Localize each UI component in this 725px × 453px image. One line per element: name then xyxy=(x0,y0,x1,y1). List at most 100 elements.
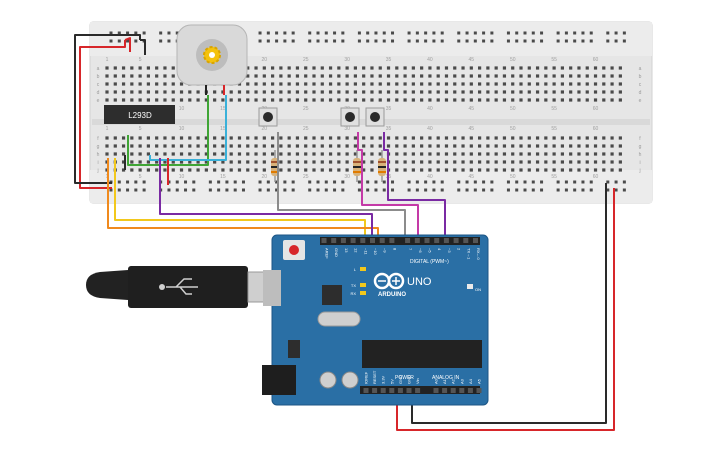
column-number: 25 xyxy=(303,126,309,132)
digital-pin-label: 4 xyxy=(437,248,442,251)
row-letter: j xyxy=(96,168,98,174)
digital-pin xyxy=(321,238,327,243)
row-letter: a xyxy=(97,66,100,72)
power-pin-label: 3.3V xyxy=(381,375,386,384)
usb-cable xyxy=(86,266,279,308)
column-number: 5 xyxy=(139,174,142,180)
wire-red-rail xyxy=(79,40,126,189)
power-pin-label: IOREF xyxy=(364,371,369,384)
row-letter: g xyxy=(639,144,642,150)
analog-pin xyxy=(467,388,473,393)
wire-black-gnd xyxy=(411,183,607,424)
digital-pin xyxy=(405,238,411,243)
analog-header-label: ANALOG IN xyxy=(432,375,460,381)
column-number: 45 xyxy=(469,106,475,112)
column-number: 60 xyxy=(593,106,599,112)
row-letter: e xyxy=(639,98,642,104)
chip-label: L293D xyxy=(128,111,152,120)
row-letter: d xyxy=(639,90,642,96)
power-pin xyxy=(406,388,412,393)
wire-black-rail xyxy=(74,34,141,184)
digital-pin-label: ~5 xyxy=(428,248,433,253)
column-number: 20 xyxy=(262,57,268,63)
row-letter: d xyxy=(97,90,100,96)
analog-pin-label: A1 xyxy=(442,378,447,384)
column-number: 15 xyxy=(220,126,226,132)
column-number: 20 xyxy=(262,126,268,132)
column-number: 15 xyxy=(220,174,226,180)
analog-pin xyxy=(433,388,439,393)
digital-pin-label: AREF xyxy=(325,248,330,259)
row-letter: b xyxy=(639,74,642,80)
column-number: 35 xyxy=(386,106,392,112)
led-label: L xyxy=(354,267,357,272)
row-letter: j xyxy=(638,168,640,174)
wire-orange xyxy=(107,158,379,240)
column-number: 40 xyxy=(427,106,433,112)
digital-pin xyxy=(434,238,440,243)
column-number: 50 xyxy=(510,126,516,132)
push-button-3[interactable] xyxy=(365,107,385,127)
row-letter: h xyxy=(639,152,642,158)
digital-pin-label: RX←0 xyxy=(476,248,481,261)
push-button-2[interactable] xyxy=(340,107,360,127)
wire-red-5v xyxy=(396,188,615,431)
column-number: 45 xyxy=(469,57,475,63)
digital-pin-label: ~3 xyxy=(447,248,452,253)
digital-pin xyxy=(414,238,420,243)
column-number: 25 xyxy=(303,106,309,112)
row-letter: i xyxy=(639,160,640,166)
column-number: 10 xyxy=(179,106,185,112)
l293d-chip: L293D xyxy=(104,105,175,124)
power-pin-label: GND xyxy=(407,375,412,384)
power-pin xyxy=(415,388,421,393)
column-number: 10 xyxy=(179,174,185,180)
column-number: 30 xyxy=(344,174,350,180)
column-number: 1 xyxy=(106,126,109,132)
digital-pin xyxy=(360,238,366,243)
wire-black-short xyxy=(140,39,146,55)
arduino-uno-board: UNO ARDUINO DIGITAL (PWM~) POWER ANALOG … xyxy=(262,234,489,406)
column-number: 35 xyxy=(386,126,392,132)
power-pin xyxy=(380,388,386,393)
power-pin-label: 5V xyxy=(389,379,394,384)
analog-pin xyxy=(459,388,465,393)
analog-pin xyxy=(442,388,448,393)
wires xyxy=(74,34,615,431)
column-number: 50 xyxy=(510,174,516,180)
column-number: 55 xyxy=(551,126,557,132)
digital-pin xyxy=(331,238,337,243)
reset-button[interactable] xyxy=(289,245,299,255)
row-letter: h xyxy=(97,152,100,158)
wire-purple-right xyxy=(383,132,446,240)
column-number: 50 xyxy=(510,57,516,63)
digital-pin-label: 8 xyxy=(392,248,397,251)
power-header-label: POWER xyxy=(395,375,414,381)
push-button-1[interactable] xyxy=(258,107,278,127)
power-pin xyxy=(363,388,369,393)
digital-header-label: DIGITAL (PWM~) xyxy=(410,259,449,265)
column-number: 55 xyxy=(551,106,557,112)
digital-pin-label: 12 xyxy=(354,248,359,253)
status-led xyxy=(360,283,366,287)
digital-pin-label: ~9 xyxy=(383,248,388,253)
status-led xyxy=(360,267,366,271)
digital-pin xyxy=(443,238,449,243)
row-letter: c xyxy=(639,82,642,88)
column-number: 15 xyxy=(220,106,226,112)
digital-pin xyxy=(340,238,346,243)
column-number: 55 xyxy=(551,174,557,180)
column-number: 5 xyxy=(139,57,142,63)
row-letter: f xyxy=(639,136,641,142)
digital-pin-label: ~6 xyxy=(418,248,423,253)
on-led-label: ON xyxy=(475,287,481,292)
row-letter: f xyxy=(97,136,99,142)
digital-pin xyxy=(473,238,478,243)
column-number: 20 xyxy=(262,174,268,180)
analog-pin xyxy=(476,388,482,393)
digital-pin xyxy=(463,238,469,243)
column-number: 40 xyxy=(427,126,433,132)
digital-pin xyxy=(424,238,430,243)
